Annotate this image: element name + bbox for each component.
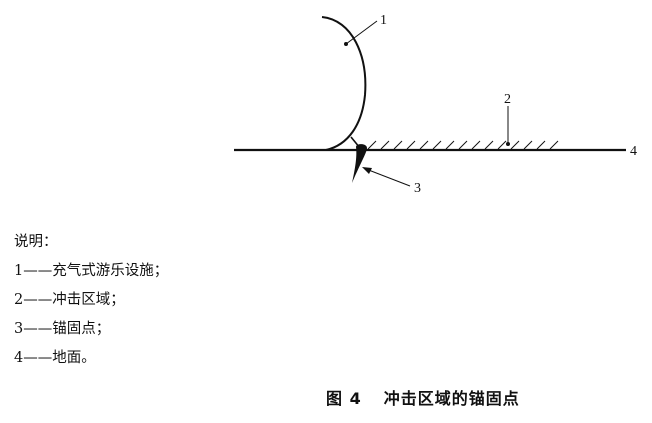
arrow-head-icon <box>362 167 372 174</box>
legend-item: 3——锚固点； <box>14 321 111 337</box>
legend-item: 4——地面。 <box>14 350 96 366</box>
callout-label-3: 3 <box>414 181 421 196</box>
callout-label-4: 4 <box>630 144 637 159</box>
callout-label-2: 2 <box>504 92 511 107</box>
anchor-stake-icon <box>352 144 367 183</box>
impact-zone-hatch <box>367 140 559 150</box>
figure-caption: 图 4 冲击区域的锚固点 <box>326 385 520 409</box>
callout-leader-3 <box>365 168 411 187</box>
legend-item: 1——充气式游乐设施； <box>14 263 169 279</box>
callout-leader-1 <box>345 20 378 45</box>
legend: 说明： 1——充气式游乐设施； 2——冲击区域； 3——锚固点； 4——地面。 <box>14 228 168 373</box>
callout-label-1: 1 <box>380 13 387 28</box>
legend-item: 2——冲击区域； <box>14 292 125 308</box>
figure-number: 图 4 <box>326 389 362 408</box>
inflatable-device-outline <box>321 16 367 151</box>
legend-title: 说明： <box>14 234 58 250</box>
figure-title: 冲击区域的锚固点 <box>383 389 520 408</box>
figure-diagram: 1 2 3 4 <box>234 13 637 196</box>
